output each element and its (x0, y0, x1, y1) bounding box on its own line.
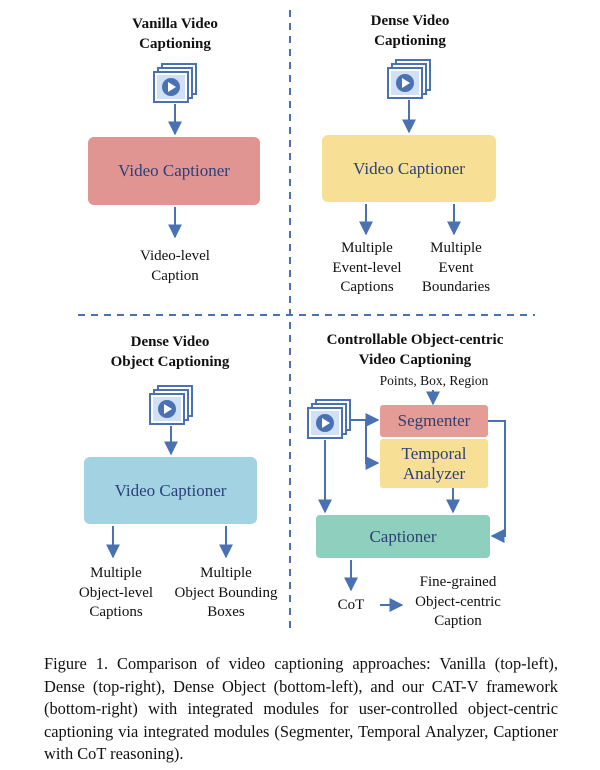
cot-label: CoT (337, 597, 365, 613)
dense-output-captions-label: Multiple Event-level Captions (332, 240, 402, 295)
video-stack-icon (307, 399, 351, 439)
arrow-segmenter-to-captioner (488, 420, 506, 543)
vanilla-video-captioner-box: Video Captioner (88, 137, 260, 205)
segmenter-box: Segmenter (380, 405, 488, 437)
figure-caption: Figure 1. Comparison of video captioning… (44, 654, 558, 764)
dense-object-title: Dense Video Object Captioning (110, 334, 230, 370)
vanilla-title: Vanilla Video Captioning (132, 16, 218, 52)
video-stack-icon (153, 63, 197, 103)
dense-object-video-captioner-box: Video Captioner (84, 457, 257, 524)
dense-object-output-boxes-label: Multiple Object Bounding Boxes (174, 565, 278, 620)
temporal-analyzer-box: Temporal Analyzer (380, 439, 488, 488)
captioner-box: Captioner (316, 515, 490, 558)
video-stack-icon (387, 59, 431, 99)
vanilla-output-label: Video-level Caption (140, 248, 210, 284)
cat-v-prompt-label: Points, Box, Region (379, 373, 489, 388)
figure-diagram: Vanilla Video Captioning Video Captioner… (78, 10, 535, 632)
video-stack-icon (149, 385, 193, 425)
arrow-video-to-temporal (365, 420, 380, 470)
cat-v-title: Controllable Object-centric Video Captio… (326, 332, 504, 368)
cat-v-output-label: Fine-grained Object-centric Caption (415, 574, 501, 629)
dense-output-boundaries-label: Multiple Event Boundaries (421, 240, 491, 295)
diagram-connectors (78, 10, 535, 632)
dense-object-output-captions-label: Multiple Object-level Captions (78, 565, 154, 620)
dense-video-captioner-box: Video Captioner (322, 135, 496, 202)
dense-title: Dense Video Captioning (370, 13, 450, 49)
